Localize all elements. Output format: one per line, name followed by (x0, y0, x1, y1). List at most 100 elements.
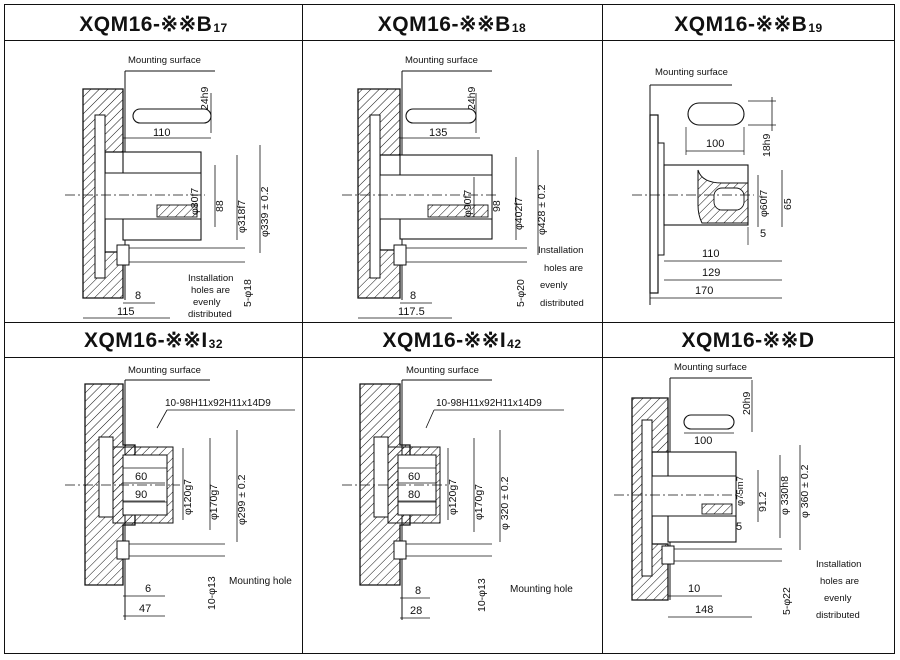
panel-title: XQM16-※※B17 (79, 13, 228, 36)
pcd-dim: φ 360 ± 0.2 (799, 464, 811, 518)
key-width-dim: 24h9 (466, 86, 478, 110)
note-line-1: Installation (538, 245, 583, 256)
row2-title-rule (5, 357, 894, 358)
holes-dim: 5-φ20 (515, 279, 527, 307)
row-divider (5, 322, 894, 323)
dim-912: 91.2 (757, 491, 769, 512)
panel-b17: XQM16-※※B17 Mounting surface 110 24h9 (5, 5, 302, 320)
dim-small: 8 (135, 290, 141, 302)
spline-spec: 10-98H11x92H11x14D9 (165, 398, 271, 409)
note-line-2: holes are (191, 285, 230, 296)
mounting-surface-label: Mounting surface (674, 362, 747, 373)
panel-d: XQM16-※※D Mounting surface 100 20h9 φ75m… (602, 320, 895, 655)
key-width-dim: 20h9 (741, 391, 753, 415)
drawing-b17: Mounting surface 110 24h9 φ80f7 88 φ318f… (65, 55, 271, 320)
row1-title-rule (5, 40, 894, 41)
dim-total: 117.5 (398, 306, 425, 318)
dim-total: 47 (139, 603, 151, 615)
note-line-3: evenly (193, 297, 221, 308)
drawing-i32: Mounting surface 10-98H11x92H11x14D9 60 … (65, 365, 295, 620)
dim-98: 98 (491, 200, 503, 212)
dim-170: 170 (695, 285, 713, 297)
dim-80: 80 (408, 489, 420, 501)
panel-title: XQM16-※※B19 (674, 13, 823, 36)
drawing-d: Mounting surface 100 20h9 φ75m7 91.2 φ 3… (614, 362, 861, 621)
col-divider-1 (302, 5, 303, 653)
drawing-b19: Mounting surface 100 18h9 φ60f7 65 5 110 (632, 67, 794, 305)
key-width-dim: 18h9 (761, 133, 773, 157)
holes-dim: 5-φ18 (242, 279, 254, 307)
note-line-3: evenly (540, 280, 568, 291)
drawing-b18: Mounting surface 135 24h9 φ90f7 98 φ402f… (342, 55, 584, 319)
key-section (156, 204, 198, 218)
dim-small: 10 (688, 583, 700, 595)
mounting-hole-label: Mounting hole (229, 576, 292, 587)
note-line-4: distributed (188, 309, 232, 320)
key-length-dim: 135 (429, 127, 447, 139)
pcd-dim: φ339 ± 0.2 (259, 186, 271, 237)
panel-b18: XQM16-※※B18 Mounting surface 135 24h9 φ9… (302, 5, 602, 320)
dim-65: 65 (782, 198, 794, 210)
pcd-dim: φ428 ± 0.2 (536, 184, 548, 235)
dim-88: 88 (214, 200, 226, 212)
mounting-surface-label: Mounting surface (128, 55, 201, 66)
dim-5: 5 (760, 228, 766, 240)
note-line-1: Installation (816, 559, 861, 570)
mounting-surface-label: Mounting surface (655, 67, 728, 78)
holes-dim: 10-φ13 (476, 578, 488, 612)
dim-small: 8 (415, 585, 421, 597)
pilot-diameter-dim: φ318f7 (236, 200, 248, 233)
key-length-dim: 110 (153, 127, 171, 139)
key-length-dim: 100 (694, 435, 712, 447)
drawing-i42: Mounting surface 10-98H11x92H11x14D9 60 … (342, 365, 573, 620)
key-top-view (132, 108, 212, 124)
flange-recess (94, 114, 106, 279)
dim-170: φ170g7 (208, 484, 220, 520)
panel-i32: XQM16-※※I32 Mounting surface 10-98H11x92… (5, 320, 302, 655)
dim-small: 6 (145, 583, 151, 595)
dim-90: 90 (135, 489, 147, 501)
dim-120: φ120g7 (182, 479, 194, 515)
note-line-4: distributed (540, 298, 584, 309)
dim-60: 60 (408, 471, 420, 483)
col-divider-2 (602, 5, 603, 653)
shaft-diameter-dim: φ90f7 (462, 190, 474, 217)
mounting-surface-label: Mounting surface (405, 55, 478, 66)
holes-dim: 10-φ13 (206, 576, 218, 610)
panel-title: XQM16-※※D (681, 329, 815, 352)
panel-i42: XQM16-※※I42 Mounting surface 10-98H11x92… (302, 320, 602, 655)
note-line-3: evenly (824, 593, 852, 604)
shaft-diameter-dim: φ75m7 (735, 476, 746, 506)
dim-total: 28 (410, 605, 422, 617)
panel-title: XQM16-※※I42 (382, 329, 522, 352)
mounting-hole-label: Mounting hole (510, 584, 573, 595)
mounting-surface-label: Mounting surface (128, 365, 201, 376)
dim-170: φ170g7 (473, 484, 485, 520)
dim-total: 115 (117, 306, 135, 318)
note-line-2: holes are (820, 576, 859, 587)
note-line-1: Installation (188, 273, 233, 284)
spline-spec: 10-98H11x92H11x14D9 (436, 398, 542, 409)
mounting-surface-label: Mounting surface (406, 365, 479, 376)
pcd-dim: φ 320 ± 0.2 (499, 476, 511, 530)
pilot-diameter-dim: φ402f7 (513, 197, 525, 230)
dim-120: φ120g7 (447, 479, 459, 515)
dim-total: 148 (695, 604, 713, 616)
dim-small: 8 (410, 290, 416, 302)
shaft-diameter-dim: φ80f7 (189, 188, 201, 215)
note-line-4: distributed (816, 610, 860, 621)
dim-60: 60 (135, 471, 147, 483)
panel-b19: XQM16-※※B19 Mounting surface 100 18h9 φ6… (602, 5, 895, 320)
panel-title: XQM16-※※I32 (83, 329, 224, 352)
holes-dim: 5-φ22 (781, 587, 793, 615)
key-length-dim: 100 (706, 138, 724, 150)
shaft-diameter-dim: φ60f7 (758, 190, 770, 217)
pilot-diameter-dim: φ 330h8 (779, 476, 791, 515)
key-width-dim: 24h9 (199, 86, 211, 110)
panel-title: XQM16-※※B18 (377, 13, 527, 36)
dim-129: 129 (702, 267, 720, 279)
dim-5: 5 (736, 521, 742, 533)
pcd-dim: φ299 ± 0.2 (236, 474, 248, 525)
panel-grid (4, 4, 895, 654)
